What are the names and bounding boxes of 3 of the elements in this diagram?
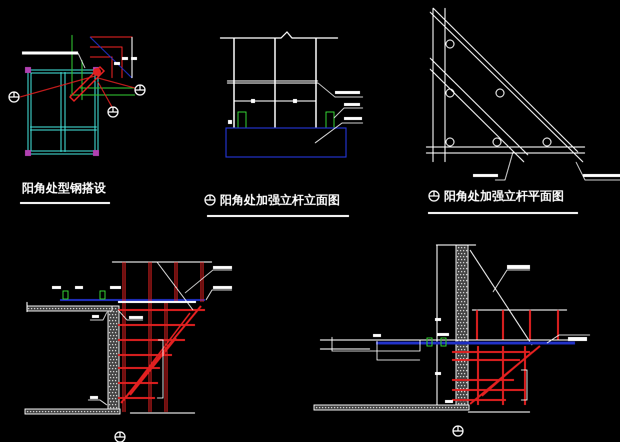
- drawing-title: 阳角处加强立杆平面图: [444, 189, 564, 203]
- drawing-title: 阳角处加强立杆立面图: [220, 193, 340, 207]
- drawing-title: 阳角处型钢搭设: [22, 181, 106, 195]
